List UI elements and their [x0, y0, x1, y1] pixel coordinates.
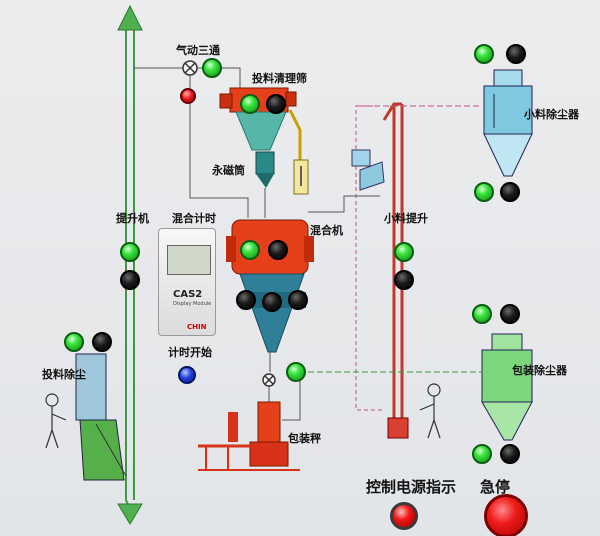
tee-fault-lamp[interactable] — [180, 88, 196, 104]
mixer-gate-button-2[interactable] — [262, 292, 282, 312]
small-dust-run-lamp[interactable] — [474, 44, 494, 64]
pack-dust-run-lamp[interactable] — [472, 304, 492, 324]
label-mix-timer: 混合计时 — [172, 212, 216, 225]
discharge-valve-lamp[interactable] — [286, 362, 306, 382]
label-elevator: 提升机 — [116, 212, 149, 225]
power-indicator-lamp — [390, 502, 418, 530]
label-magnet: 永磁筒 — [212, 164, 245, 177]
mix-timer-device[interactable]: CAS2 Display Module CHIN — [158, 228, 216, 336]
screen-run-lamp[interactable] — [240, 94, 260, 114]
label-small-lift: 小料提升 — [384, 212, 428, 225]
label-small-dust-collector: 小料除尘器 — [524, 108, 579, 121]
label-feed-dust: 投料除尘 — [42, 368, 86, 381]
screen-stop-button[interactable] — [266, 94, 286, 114]
mixer-gate-button-1[interactable] — [236, 290, 256, 310]
label-estop: 急停 — [480, 478, 511, 496]
emergency-stop-button[interactable] — [484, 494, 528, 536]
timer-model: CAS2 — [173, 289, 203, 300]
pack-dust-stop-button[interactable] — [500, 304, 520, 324]
feed-dust-run-lamp[interactable] — [64, 332, 84, 352]
label-pneumatic-tee: 气动三通 — [176, 44, 220, 57]
label-mixer: 混合机 — [310, 224, 343, 237]
pack-dust-valve-button[interactable] — [500, 444, 520, 464]
feed-dust-stop-button[interactable] — [92, 332, 112, 352]
mixer-stop-button[interactable] — [268, 240, 288, 260]
small-dust-valve-button[interactable] — [500, 182, 520, 202]
timer-sub: Display Module — [173, 301, 212, 307]
small-dust-valve-lamp[interactable] — [474, 182, 494, 202]
timer-brand: CHIN — [187, 323, 207, 331]
mixer-run-lamp[interactable] — [240, 240, 260, 260]
label-screening: 投料清理筛 — [252, 72, 307, 85]
pack-dust-valve-lamp[interactable] — [472, 444, 492, 464]
small-lift-run-lamp[interactable] — [394, 242, 414, 262]
timer-display — [167, 245, 211, 275]
label-timer-start: 计时开始 — [168, 346, 212, 359]
timer-start-button[interactable] — [178, 366, 196, 384]
label-pack-scale: 包装秤 — [288, 432, 321, 445]
label-pack-dust-collector: 包装除尘器 — [512, 364, 567, 377]
tee-run-lamp[interactable] — [202, 58, 222, 78]
small-lift-stop-button[interactable] — [394, 270, 414, 290]
mixer-gate-button-3[interactable] — [288, 290, 308, 310]
small-dust-stop-button[interactable] — [506, 44, 526, 64]
elevator-run-lamp[interactable] — [120, 242, 140, 262]
elevator-stop-button[interactable] — [120, 270, 140, 290]
label-power-indicator: 控制电源指示 — [366, 478, 457, 496]
